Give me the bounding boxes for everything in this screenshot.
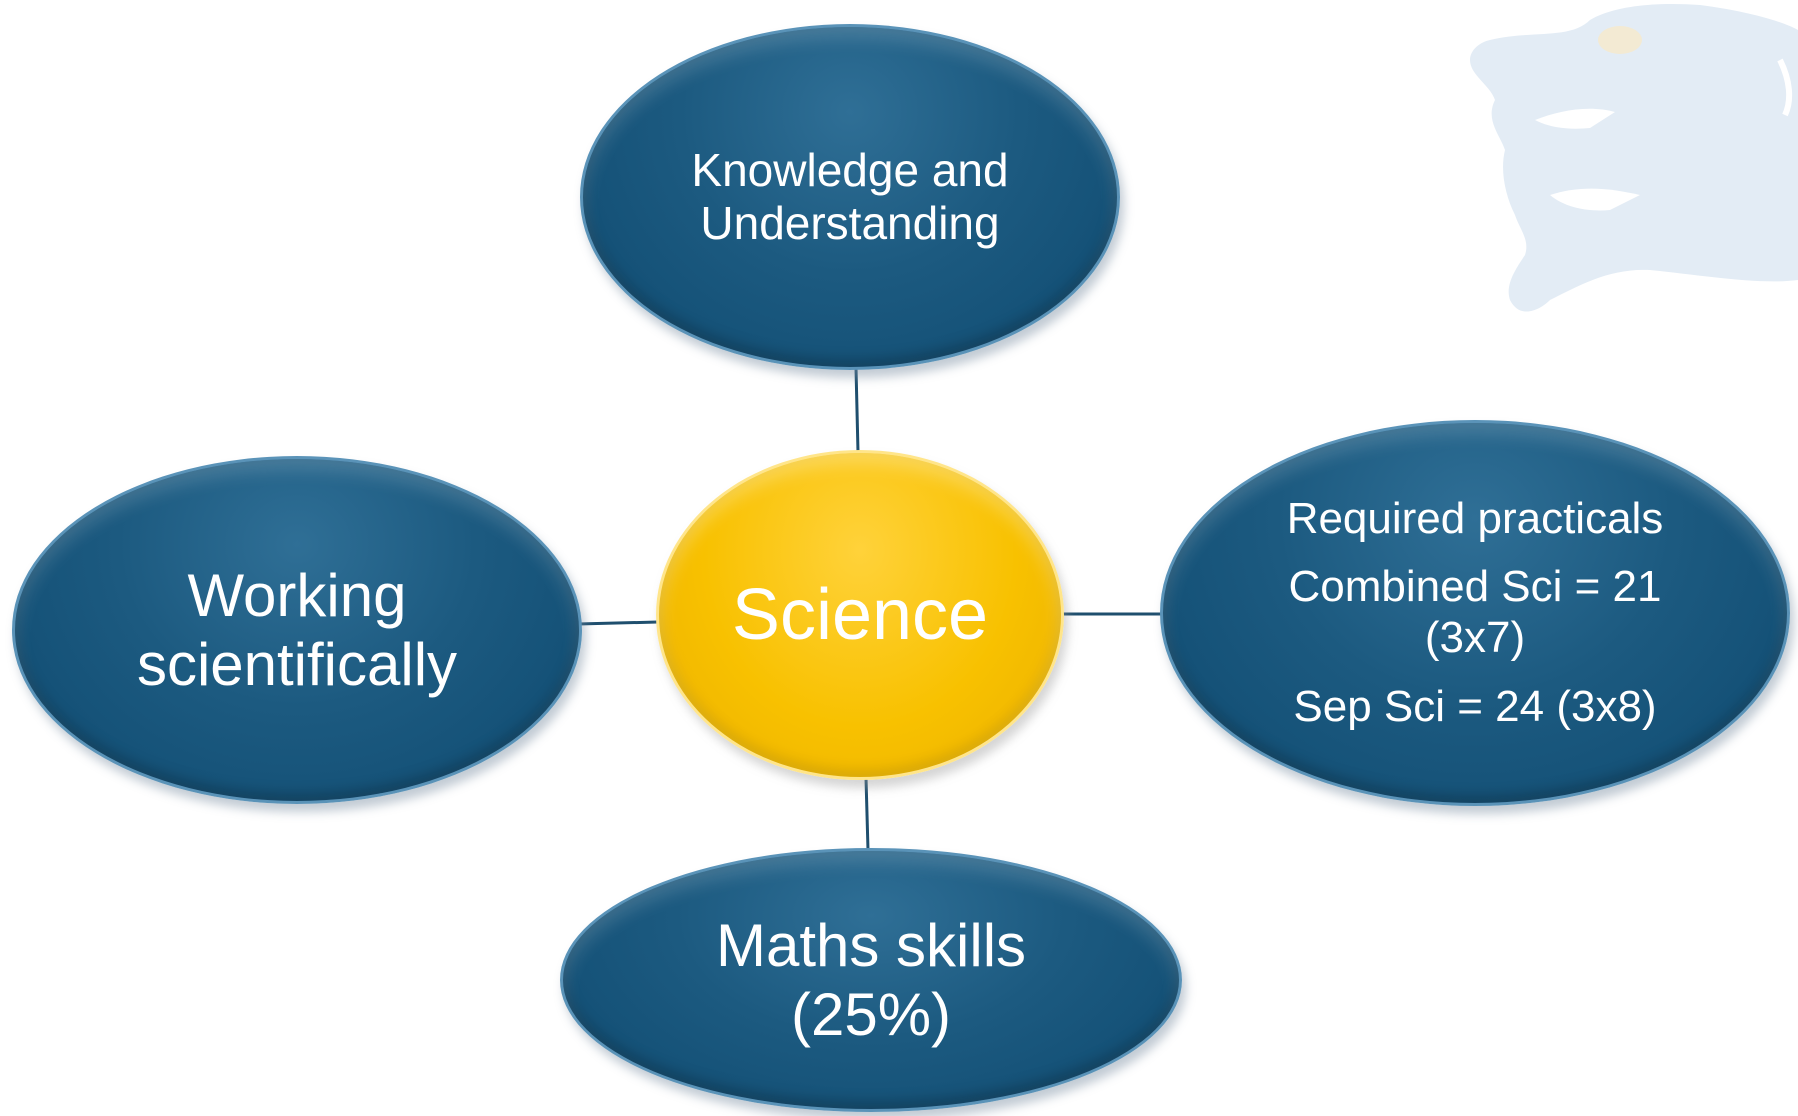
node-knowledge-label: Knowledge and Understanding — [691, 144, 1008, 250]
node-working-scientifically: Working scientifically — [12, 456, 582, 804]
node-knowledge-understanding: Knowledge and Understanding — [580, 24, 1120, 370]
node-maths-label: Maths skills (25%) — [716, 911, 1026, 1049]
node-knowledge-line-2: Understanding — [700, 197, 1000, 249]
connector-bottom — [864, 777, 870, 851]
node-practicals-label: Required practicals Combined Sci = 21 (3… — [1287, 494, 1664, 732]
node-practicals-line-2: Combined Sci = 21 — [1288, 562, 1662, 612]
node-maths-line-2: (25%) — [790, 981, 952, 1048]
connector-left — [577, 620, 659, 626]
connector-top — [854, 367, 860, 453]
node-maths-line-1: Maths skills — [715, 912, 1027, 979]
node-practicals-line-3: (3x7) — [1424, 613, 1526, 662]
node-science-label: Science — [731, 574, 989, 655]
node-working-label: Working scientifically — [137, 561, 457, 699]
node-practicals-line-4: Sep Sci = 24 (3x8) — [1293, 681, 1657, 731]
node-knowledge-line-1: Knowledge and — [691, 144, 1009, 197]
node-maths-skills: Maths skills (25%) — [560, 848, 1182, 1112]
node-working-line-1: Working — [187, 562, 407, 629]
node-required-practicals: Required practicals Combined Sci = 21 (3… — [1160, 420, 1790, 806]
animal-head-logo-icon — [1470, 3, 1798, 312]
node-practicals-line-1: Required practicals — [1286, 493, 1664, 543]
node-science-center: Science — [656, 450, 1064, 780]
node-working-line-2: scientifically — [136, 631, 458, 698]
